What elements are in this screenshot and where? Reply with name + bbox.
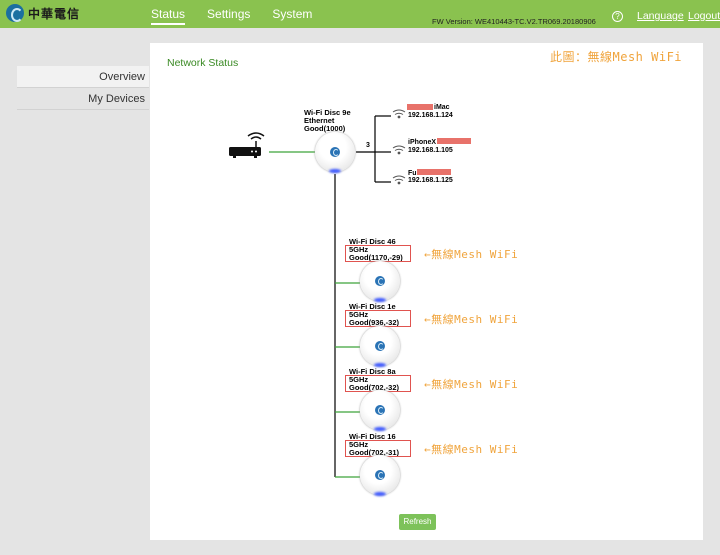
redaction-bar [437,138,471,144]
disc-satellite-46[interactable] [360,261,400,302]
nav-settings[interactable]: Settings [207,7,251,21]
satellite-band: 5GHz [349,440,369,449]
top-bar: 中華電信 Status Settings System FW Version: … [0,0,720,28]
disc-satellite-16[interactable] [360,455,400,496]
wifi-icon [392,109,406,185]
client-ip: 192.168.1.125 [408,177,453,184]
topology-lines [229,109,406,478]
status-light [374,492,386,496]
nav-status[interactable]: Status [151,7,186,25]
root-name: Wi-Fi Disc 9e [304,108,351,117]
satellite-label: Wi-Fi Disc 16 5GHz Good(702,-31) [349,433,399,457]
sidebar-item-my-devices[interactable]: My Devices [17,88,149,110]
router-icon [229,132,265,158]
sidebar-item-overview[interactable]: Overview [17,66,149,88]
fw-version: FW Version: WE410443-TC.V2.TR069.2018090… [432,17,596,26]
status-light [374,363,386,367]
brand-logo: 中華電信 [6,4,80,22]
help-icon[interactable]: ? [612,11,623,22]
page-title: Network Status [167,57,239,69]
root-link: Ethernet [304,116,335,125]
refresh-button[interactable]: Refresh [399,514,436,530]
client-name: Fu [408,170,417,177]
cht-logo-icon [6,4,24,22]
client-ip: 192.168.1.105 [408,147,453,154]
root-node-label: Wi-Fi Disc 9e Ethernet Good(1000) [304,109,351,133]
sidebar: Overview My Devices [17,66,149,110]
mesh-annotation: ←無線Mesh WiFi [424,313,519,326]
client-name: iPhoneX [408,139,437,146]
satellite-quality: Good(702,-31) [349,448,400,457]
nav-system[interactable]: System [272,7,313,21]
logout-link[interactable]: Logout [688,10,720,22]
satellite-name: Wi-Fi Disc 16 [349,432,396,441]
satellite-label: Wi-Fi Disc 8a 5GHz Good(702,-32) [349,368,399,392]
satellite-band: 5GHz [349,245,369,254]
highlight-box [345,310,411,327]
client-count: 3 [366,142,370,149]
highlight-box [345,245,411,262]
disc-logo-icon [375,405,385,415]
client-ip: 192.168.1.124 [408,112,453,119]
status-light [374,427,386,431]
redaction-bar [407,104,433,110]
disc-logo-icon [375,276,385,286]
satellite-label: Wi-Fi Disc 1e 5GHz Good(936,-32) [349,303,399,327]
client-name: iMac [434,104,450,111]
brand-name: 中華電信 [28,6,81,21]
satellite-band: 5GHz [349,375,369,384]
mesh-annotation: ←無線Mesh WiFi [424,378,519,391]
disc-satellite-8a[interactable] [360,390,400,431]
mesh-annotation: ←無線Mesh WiFi [424,248,519,261]
redaction-bar [417,169,451,175]
satellite-name: Wi-Fi Disc 1e [349,302,396,311]
network-status-panel: Network Status 此圖：無線Mesh WiFi [150,43,703,540]
disc-root[interactable] [315,132,355,173]
status-light [329,169,341,173]
satellite-band: 5GHz [349,310,369,319]
status-light [374,298,386,302]
mesh-annotation: ←無線Mesh WiFi [424,443,519,456]
satellite-label: Wi-Fi Disc 46 5GHz Good(1170,-29) [349,238,403,262]
disc-logo-icon [330,147,340,157]
language-link[interactable]: Language [637,10,684,22]
satellite-quality: Good(1170,-29) [349,253,403,262]
title-annotation: 此圖：無線Mesh WiFi [550,50,683,64]
main-nav: Status Settings System [151,7,312,25]
disc-logo-icon [375,470,385,480]
satellite-quality: Good(702,-32) [349,383,400,392]
satellite-name: Wi-Fi Disc 46 [349,237,396,246]
disc-satellite-1e[interactable] [360,326,400,367]
satellite-quality: Good(936,-32) [349,318,400,327]
root-quality: Good(1000) [304,124,346,133]
satellite-name: Wi-Fi Disc 8a [349,367,396,376]
disc-logo-icon [375,341,385,351]
